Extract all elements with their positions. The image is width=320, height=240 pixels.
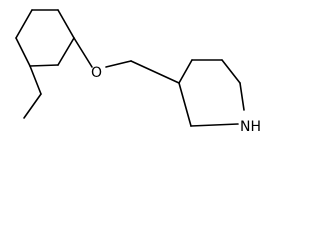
- bond-c2-c3: [57, 9, 75, 39]
- bond-ring-oxygen: [73, 37, 93, 68]
- ethyl-group: [23, 65, 42, 119]
- bond-p1-p2: [178, 59, 193, 84]
- bond-c4-c5: [29, 64, 59, 67]
- bond-n-p6: [190, 123, 239, 127]
- bond-ch2-piperidine: [130, 60, 180, 84]
- bond-ethyl-methyl: [23, 93, 42, 119]
- ether-linker: O: [73, 37, 180, 84]
- oxygen-atom-label: O: [91, 65, 102, 81]
- structure-diagram: O NH: [15, 9, 261, 135]
- bond-oxygen-ch2: [105, 60, 132, 68]
- piperidine-ring: NH: [178, 59, 261, 135]
- bond-p4-n: [239, 82, 245, 111]
- cyclohexane-ring: [15, 9, 75, 67]
- bond-c3-c4: [57, 37, 75, 66]
- bond-p6-p1: [178, 82, 192, 127]
- bond-c6-c1: [15, 9, 33, 39]
- bond-ring-ethyl: [29, 65, 42, 95]
- bond-c5-c6: [15, 37, 31, 67]
- molecule-svg: O NH: [15, 9, 261, 135]
- nitrogen-atom-label: NH: [240, 119, 261, 135]
- bond-p3-p4: [221, 59, 241, 84]
